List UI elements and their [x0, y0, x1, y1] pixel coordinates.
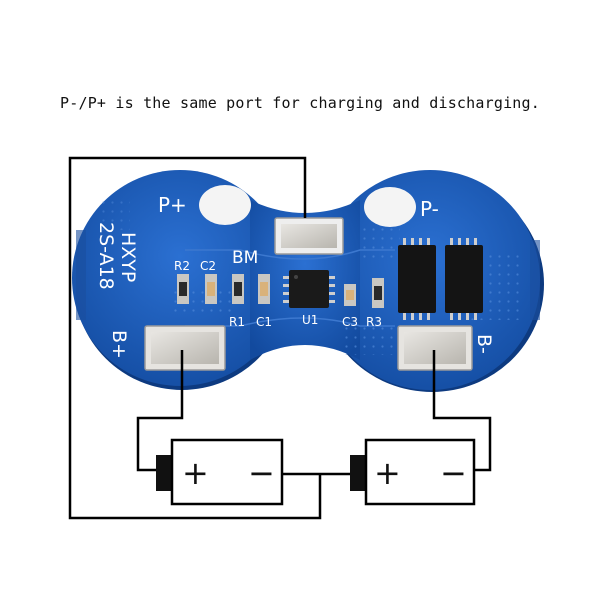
mosfet-chips: [398, 238, 483, 320]
label-p-plus: P+: [158, 193, 187, 217]
wire-bm-loop: [68, 156, 322, 520]
label-c1: C1: [256, 315, 272, 329]
battery-1-plus: +: [182, 454, 209, 492]
label-b-minus: B-: [473, 334, 495, 354]
battery-2: + −: [350, 438, 476, 506]
smd-components: [177, 274, 384, 308]
label-r3: R3: [366, 315, 382, 329]
label-p-minus: P-: [420, 197, 439, 221]
wire-b-plus: [136, 350, 184, 472]
label-r1: R1: [229, 315, 245, 329]
model-line-1: HXYP: [117, 232, 139, 282]
battery-2-plus: +: [374, 454, 401, 492]
u1-chip: [283, 270, 335, 308]
battery-2-minus: −: [440, 454, 467, 492]
label-r2: R2: [174, 259, 190, 273]
label-c3: C3: [342, 315, 358, 329]
label-b-plus: B+: [108, 330, 130, 359]
wire-b-minus: [432, 350, 492, 472]
battery-1-minus: −: [248, 454, 275, 492]
label-u1: U1: [302, 313, 318, 327]
wiring: [68, 156, 492, 520]
label-c2: C2: [200, 259, 216, 273]
p-minus-dot: [364, 187, 416, 227]
battery-1: + −: [156, 438, 284, 506]
p-plus-dot: [199, 185, 251, 225]
model-line-2: 2S-A18: [95, 222, 117, 290]
caption-text: P-/P+ is the same port for charging and …: [60, 94, 540, 112]
label-bm: BM: [232, 248, 258, 268]
